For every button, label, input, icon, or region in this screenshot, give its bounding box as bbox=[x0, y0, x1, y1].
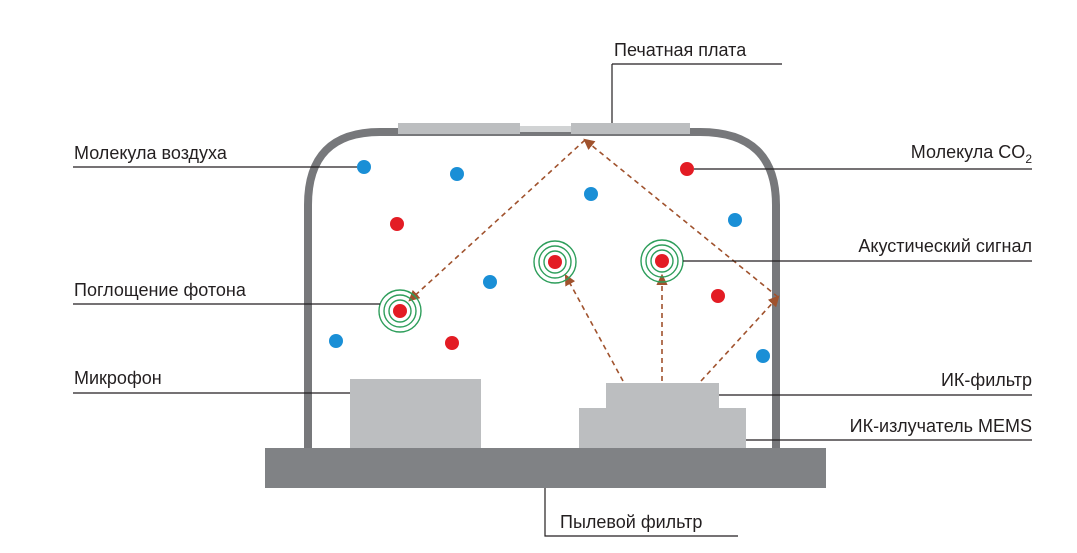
label-co2-prefix: Молекула CO bbox=[911, 142, 1026, 162]
label-microphone: Микрофон bbox=[74, 368, 162, 388]
beam-reflect-up bbox=[583, 138, 779, 298]
beam-to-left-molecule bbox=[564, 274, 624, 382]
sensor-base bbox=[265, 448, 826, 488]
beam-to-right-wall bbox=[700, 295, 780, 382]
red-dot-icon bbox=[711, 289, 725, 303]
blue-dot-icon bbox=[584, 187, 598, 201]
blue-dot-icon bbox=[483, 275, 497, 289]
red-dot-icon bbox=[393, 304, 407, 318]
blue-dot-icon bbox=[450, 167, 464, 181]
blue-dot-icon bbox=[756, 349, 770, 363]
leader-dust-filter bbox=[544, 488, 738, 537]
blue-dot-icon bbox=[728, 213, 742, 227]
red-dot-icon bbox=[655, 254, 669, 268]
ir-emitter-block bbox=[579, 408, 746, 448]
leader-lines bbox=[73, 63, 1032, 537]
red-dot-icon bbox=[390, 217, 404, 231]
microphone-block bbox=[350, 379, 481, 448]
label-air-molecule: Молекула воздуха bbox=[74, 143, 228, 163]
pcb-right bbox=[571, 123, 690, 134]
pcb-left bbox=[398, 123, 520, 134]
label-dust-filter: Пылевой фильтр bbox=[560, 512, 702, 532]
label-ir-filter: ИК-фильтр bbox=[941, 370, 1032, 390]
blue-dot-icon bbox=[357, 160, 371, 174]
red-dot-icon bbox=[548, 255, 562, 269]
ir-beams bbox=[408, 138, 780, 382]
acoustic-wave-icon-2 bbox=[533, 240, 577, 284]
beam-reflect-down bbox=[408, 139, 586, 302]
blue-dot-icon bbox=[329, 334, 343, 348]
label-ir-emitter: ИК-излучатель MEMS bbox=[850, 416, 1032, 436]
pcb-gap bbox=[520, 126, 571, 132]
co2-molecules bbox=[390, 162, 725, 350]
red-dot-icon bbox=[445, 336, 459, 350]
red-dot-icon bbox=[680, 162, 694, 176]
air-molecules bbox=[329, 160, 770, 363]
label-acoustic-signal: Акустический сигнал bbox=[858, 236, 1032, 256]
label-pcb: Печатная плата bbox=[614, 40, 747, 60]
ir-filter-block bbox=[606, 383, 719, 408]
label-photon-absorption: Поглощение фотона bbox=[74, 280, 247, 300]
label-co2-subscript: 2 bbox=[1025, 152, 1032, 166]
label-co2-molecule: Молекула CO2 bbox=[911, 142, 1033, 166]
acoustic-wave-icon-1 bbox=[378, 289, 422, 333]
